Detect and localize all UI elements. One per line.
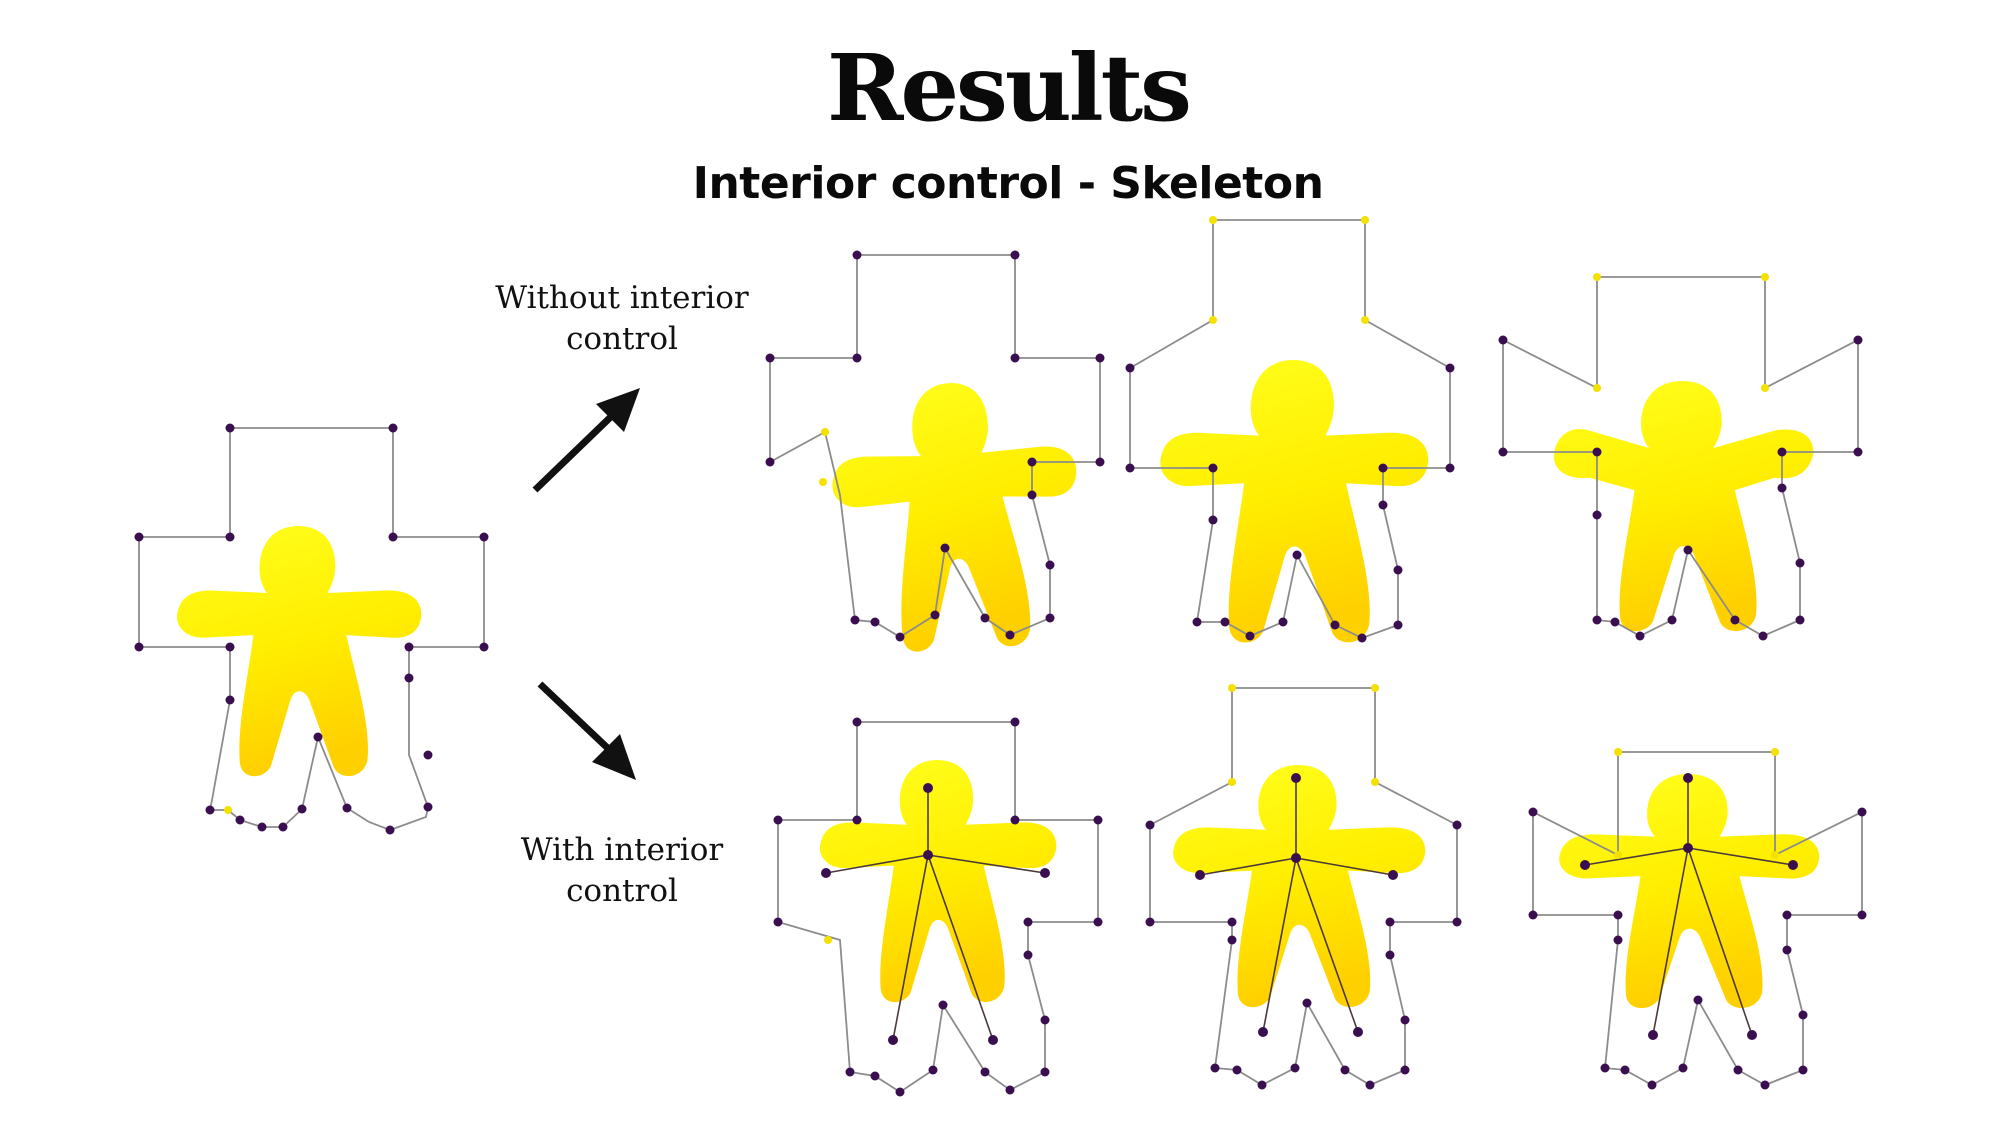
rest-cage-vertices xyxy=(134,423,489,835)
bottom-result-2 xyxy=(1145,684,1462,1090)
bottom1-cage-vertices xyxy=(773,717,1103,1097)
top-result-2 xyxy=(1125,216,1455,643)
label-with-line-1: With interior xyxy=(520,832,724,868)
arrow-up-right xyxy=(532,388,640,493)
bottom-result-3 xyxy=(1528,748,1867,1090)
bottom1-skeleton xyxy=(821,783,1050,1045)
bottom2-cage-vertices xyxy=(1145,684,1462,1090)
slide-subtitle: Interior control - Skeleton xyxy=(692,158,1324,209)
top3-cage-vertices xyxy=(1498,273,1863,641)
top1-cage-vertices xyxy=(765,250,1105,642)
label-without-interior-control: Without interior control xyxy=(472,278,772,360)
bottom-result-1 xyxy=(773,717,1103,1097)
bottom2-skeleton xyxy=(1195,773,1398,1037)
arrow-down-right xyxy=(537,681,636,780)
bottom3-cage-vertices xyxy=(1528,748,1867,1090)
slide-title: Results xyxy=(827,34,1192,142)
label-without-line-2: control xyxy=(566,321,678,357)
label-with-interior-control: With interior control xyxy=(472,830,772,912)
top-result-1 xyxy=(765,250,1105,656)
top-result-3 xyxy=(1498,273,1863,641)
rest-pose-figure xyxy=(134,423,489,835)
label-with-line-2: control xyxy=(566,873,678,909)
top2-cage-vertices xyxy=(1125,216,1455,643)
label-without-line-1: Without interior xyxy=(495,280,749,316)
bottom3-skeleton xyxy=(1580,773,1798,1040)
